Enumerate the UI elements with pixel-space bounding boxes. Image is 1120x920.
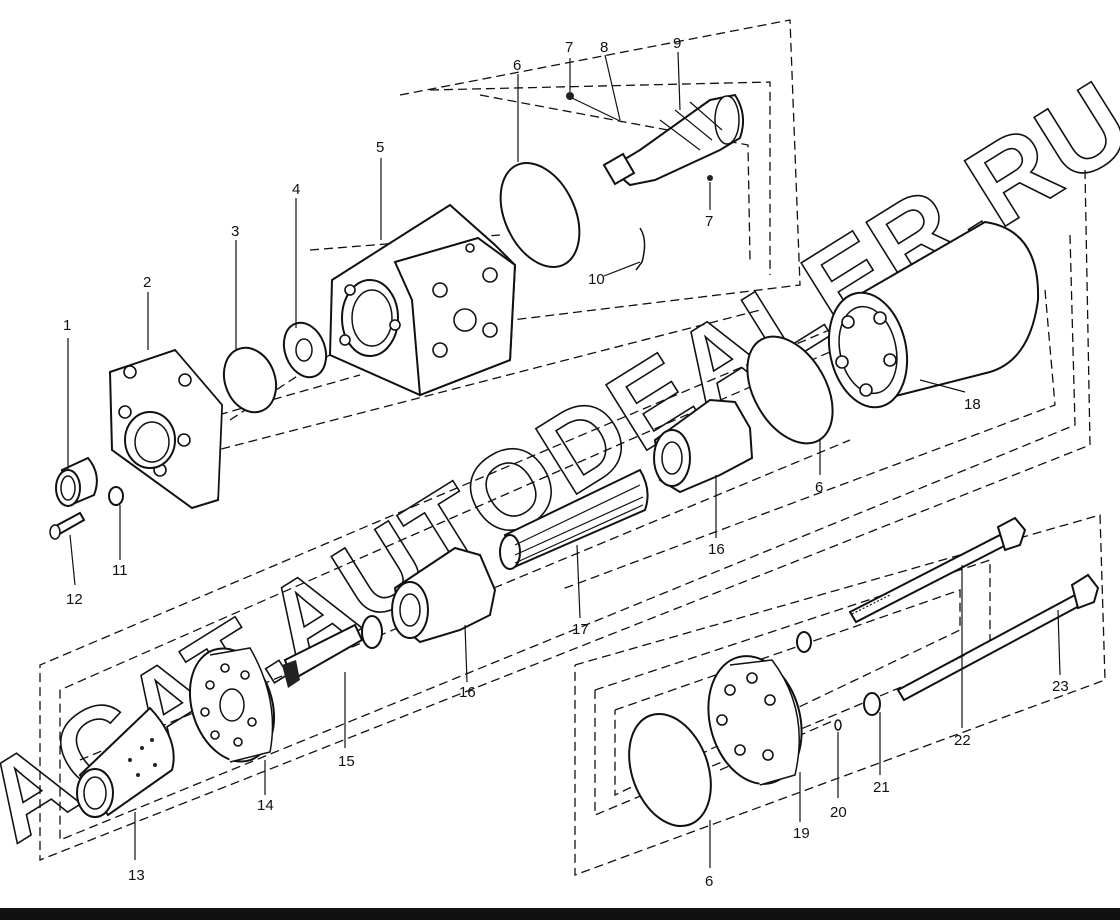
part-19-end-cap: [707, 655, 803, 786]
callout-18: 18: [964, 396, 981, 413]
callout-22: 22: [954, 732, 971, 749]
bottom-border: [0, 908, 1120, 920]
part-17-splined-shaft: [499, 468, 649, 570]
callout-10: 10: [588, 271, 605, 288]
callout-13: 13: [128, 867, 145, 884]
callout-14: 14: [257, 797, 274, 814]
callout-5: 5: [376, 139, 384, 156]
part-4-washer: [282, 321, 328, 379]
callout-20: 20: [830, 804, 847, 821]
part-12-screw: [49, 511, 86, 540]
callout-16-right: 16: [708, 541, 725, 558]
part-6-o-ring-bottom: [628, 712, 712, 828]
part-14-plate: [188, 647, 276, 763]
part-11-washer: [108, 486, 124, 506]
callout-7-top: 7: [565, 39, 573, 56]
part-10-spring: [635, 227, 646, 271]
part-5-housing: [328, 203, 517, 397]
callout-4: 4: [292, 181, 300, 198]
callout-21: 21: [873, 779, 890, 796]
callout-2: 2: [143, 274, 151, 291]
part-15-drive-shaft: [282, 615, 383, 688]
callout-11: 11: [112, 562, 128, 579]
callout-1: 1: [63, 317, 71, 334]
part-22-bolt: [848, 516, 1027, 624]
part-3-o-ring: [222, 346, 278, 414]
callout-6-top: 6: [513, 57, 521, 74]
callout-3: 3: [231, 223, 239, 240]
part-6-o-ring-middle: [746, 335, 834, 445]
part-18-cylinder: [827, 220, 1040, 409]
callout-17: 17: [572, 621, 589, 638]
part-23-bolt: [896, 573, 1100, 702]
callout-6-bottom: 6: [705, 873, 713, 890]
callout-15: 15: [338, 753, 355, 770]
part-9-spool: [602, 93, 745, 187]
callout-8: 8: [600, 39, 608, 56]
part-6-o-ring-top: [499, 162, 581, 268]
callout-23: 23: [1052, 678, 1069, 695]
part-20-seal: [834, 719, 842, 731]
callout-7-side: 7: [705, 213, 713, 230]
callout-12: 12: [66, 591, 83, 608]
part-8-pin: [566, 92, 623, 123]
part-16-gear-left: [391, 546, 497, 644]
callout-9: 9: [673, 35, 681, 52]
part-13-sleeve: [76, 706, 175, 818]
part-1-bushing: [55, 456, 98, 508]
callout-19: 19: [793, 825, 810, 842]
callout-6-middle: 6: [815, 479, 823, 496]
leader-lines: [67, 51, 1061, 868]
part-21-washers: [796, 631, 881, 716]
callout-labels: 1 2 3 4 5 6 6 6 7 7 8 9 10 11 12 13 14 1…: [63, 35, 1069, 890]
part-16-gear-right: [653, 398, 754, 494]
part-2-flange: [108, 348, 224, 510]
callout-16-left: 16: [459, 684, 476, 701]
